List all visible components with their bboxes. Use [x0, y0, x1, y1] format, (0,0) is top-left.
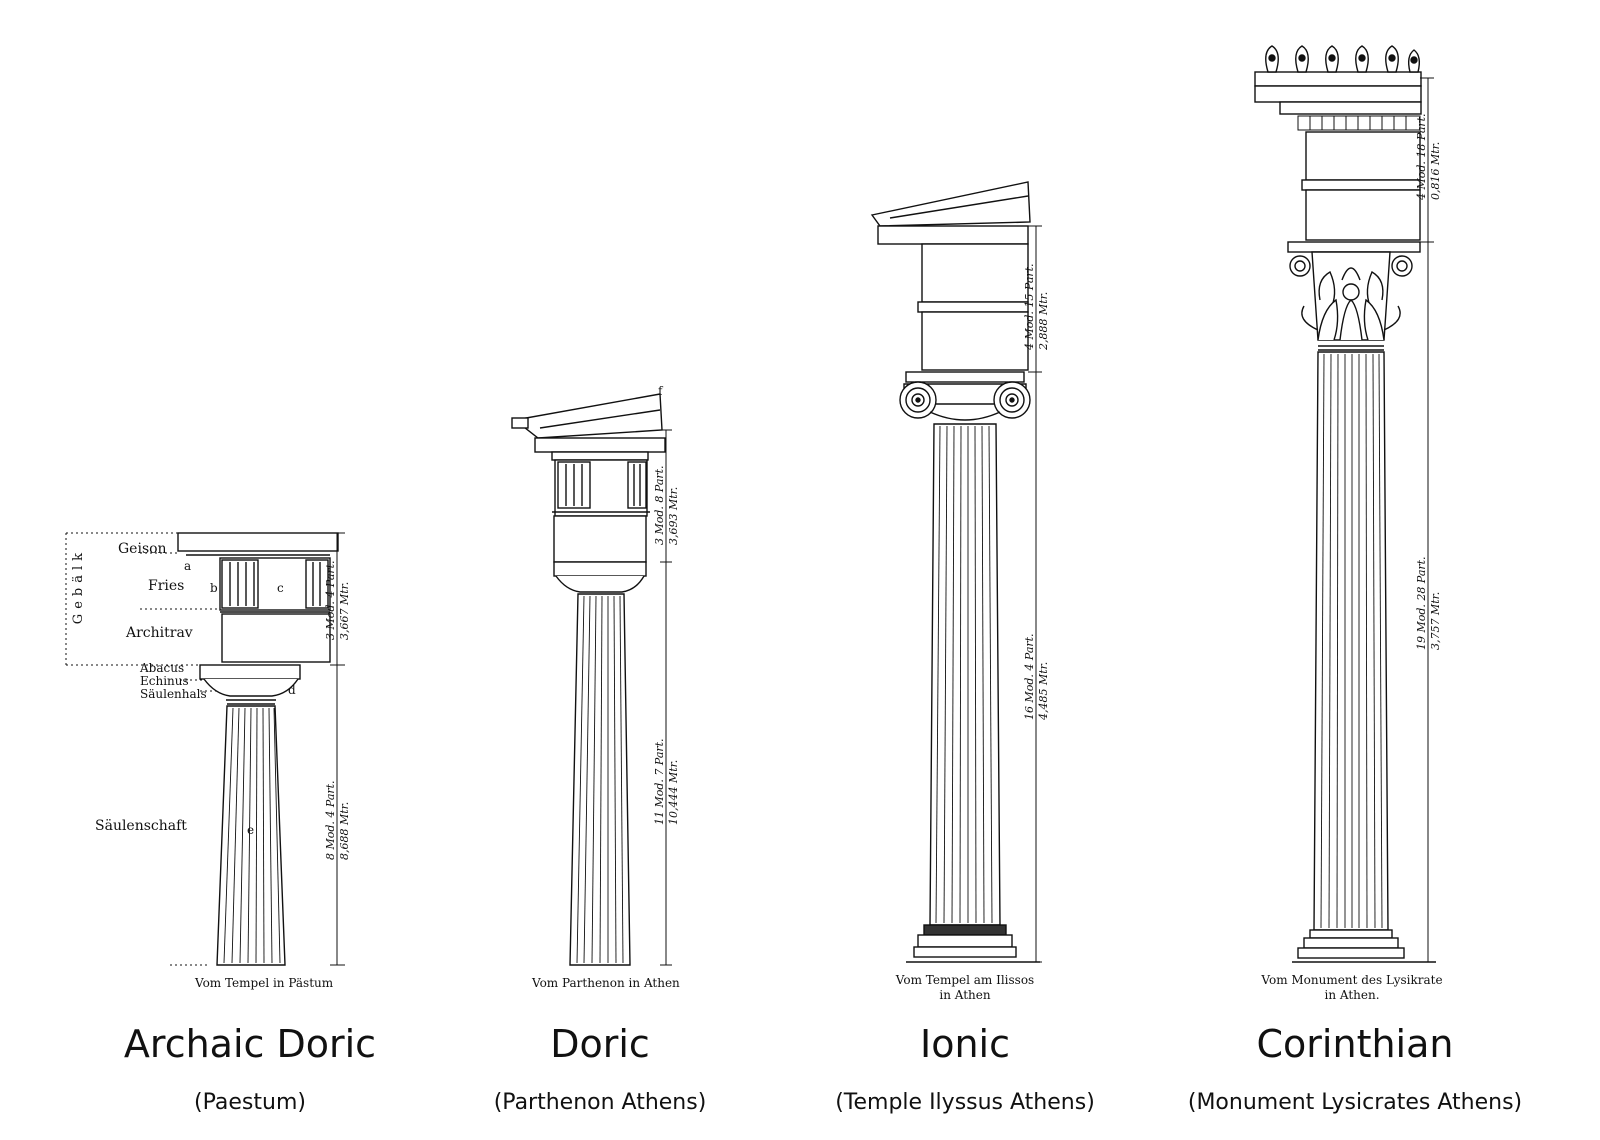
doric-column-dim-2: 10,444 Mtr. — [667, 760, 680, 825]
doric-source: Vom Parthenon in Athen — [531, 976, 680, 990]
archaic-abacus — [199, 664, 301, 680]
doric-entablature-dim-1: 3 Mod. 8 Part. — [653, 465, 666, 545]
corinthian-flutes — [1320, 353, 1383, 929]
archaic-entablature-dim-1: 3 Mod. 4 Part. — [324, 560, 337, 640]
corinthian-dentils — [1297, 115, 1421, 131]
ionic-base-torus — [923, 924, 1007, 936]
corinthian-cornice — [1254, 85, 1422, 103]
ionic-pediment — [870, 181, 1031, 227]
ionic-cornice — [877, 225, 1029, 245]
label-architrav: Architrav — [125, 625, 193, 641]
corinthian-shaft — [1313, 351, 1389, 931]
doric-triglyphs — [557, 461, 647, 509]
ionic-subtitle: (Temple Ilyssus Athens) — [835, 1090, 1095, 1115]
label-d: d — [288, 683, 296, 697]
corinthian-dimension-lines — [1420, 77, 1434, 963]
archaic-dimension-lines — [330, 532, 345, 966]
ionic-source-line1: Vom Tempel am Ilissos — [895, 973, 1034, 987]
archaic-geison — [177, 532, 339, 552]
doric-column-dim-1: 11 Mod. 7 Part. — [653, 738, 666, 825]
corinthian-source-line2: in Athen. — [1324, 988, 1379, 1002]
corinthian-abacus — [1287, 241, 1421, 253]
doric-flutes — [576, 595, 624, 964]
doric-dimension-lines — [660, 429, 672, 966]
corinthian-column-dim-1: 19 Mod. 28 Part. — [1415, 556, 1428, 650]
doric-pediment — [513, 393, 663, 439]
archaic-echinus — [203, 678, 299, 697]
label-gebalk: Gebälk — [71, 548, 86, 624]
label-saeulenschaft: Säulenschaft — [95, 818, 187, 834]
doric-entablature-dim-2: 3,693 Mtr. — [667, 487, 680, 545]
archaic-doric-title: Archaic Doric — [123, 1022, 377, 1066]
corinthian-architrave — [1305, 189, 1421, 241]
doric-cornice — [534, 437, 666, 453]
corinthian-source-line1: Vom Monument des Lysikrate — [1260, 973, 1442, 987]
ionic-column-dim-1: 16 Mod. 4 Part. — [1023, 633, 1036, 720]
label-abacus: Abacus — [139, 661, 184, 675]
label-geison: Geison — [118, 541, 167, 557]
corinthian-title: Corinthian — [1256, 1022, 1454, 1066]
ionic-plinth — [913, 946, 1017, 958]
corinthian-subtitle: (Monument Lysicrates Athens) — [1187, 1090, 1523, 1115]
corinthian-acanthus-capital — [1289, 251, 1413, 341]
label-b: b — [210, 581, 218, 595]
corinthian-entablature-dim-2: 0,816 Mtr. — [1429, 142, 1442, 200]
archaic-flutes — [223, 707, 281, 964]
corinthian-entablature-dim-1: 4 Mod. 18 Part. — [1415, 113, 1428, 201]
doric-subtitle: (Parthenon Athens) — [493, 1090, 707, 1115]
archaic-doric-order: Geison Fries Architrav Abacus Echinus Sä… — [65, 532, 351, 990]
label-c: c — [277, 581, 284, 595]
corinthian-plinth — [1297, 947, 1405, 959]
label-e: e — [247, 823, 254, 837]
corinthian-base-torus — [1309, 929, 1393, 939]
corinthian-order: 4 Mod. 18 Part. 0,816 Mtr. 19 Mod. 28 Pa… — [1254, 45, 1443, 1002]
doric-architrave — [553, 515, 647, 563]
archaic-source: Vom Tempel in Pästum — [194, 976, 334, 990]
ionic-source-line2: in Athen — [939, 988, 990, 1002]
ionic-dimension-lines — [1028, 225, 1042, 963]
label-echinus: Echinus — [140, 674, 189, 688]
doric-shaft — [569, 593, 631, 966]
ionic-title: Ionic — [920, 1022, 1010, 1066]
doric-echinus — [555, 575, 645, 593]
corinthian-frieze — [1305, 131, 1421, 181]
archaic-triglyphs — [221, 559, 329, 609]
ionic-column-dim-2: 4,485 Mtr. — [1037, 662, 1050, 721]
ionic-abacus — [905, 371, 1025, 383]
ionic-frieze — [921, 243, 1029, 303]
ionic-architrave — [921, 311, 1029, 371]
archaic-column-dim-1: 8 Mod. 4 Part. — [324, 780, 337, 860]
corinthian-column-dim-2: 3,757 Mtr. — [1429, 592, 1442, 650]
ionic-order: 4 Mod. 15 Part. 2,888 Mtr. 16 Mod. 4 Par… — [870, 181, 1050, 1002]
doric-title: Doric — [550, 1022, 650, 1066]
archaic-architrave — [221, 613, 331, 663]
label-saeulenhals: Säulenhals — [140, 687, 207, 701]
archaic-guides — [65, 532, 228, 966]
archaic-column-dim-2: 8,688 Mtr. — [338, 802, 351, 860]
ionic-volutes — [899, 381, 1031, 419]
archaic-entablature-dim-2: 3,667 Mtr. — [338, 582, 351, 640]
archaic-doric-subtitle: (Paestum) — [194, 1090, 306, 1115]
label-f: f — [658, 384, 664, 398]
label-fries: Fries — [148, 578, 184, 594]
corinthian-anthemion — [1254, 45, 1422, 87]
doric-order: f 3 Mod. 8 Part. 3,693 Mtr. 11 Mod. 7 Pa… — [511, 384, 680, 990]
ionic-entablature-dim-1: 4 Mod. 15 Part. — [1023, 263, 1036, 351]
doric-abacus — [553, 561, 647, 577]
label-a: a — [184, 559, 191, 573]
ionic-entablature-dim-2: 2,888 Mtr. — [1037, 292, 1050, 351]
ionic-flutes — [935, 425, 993, 924]
